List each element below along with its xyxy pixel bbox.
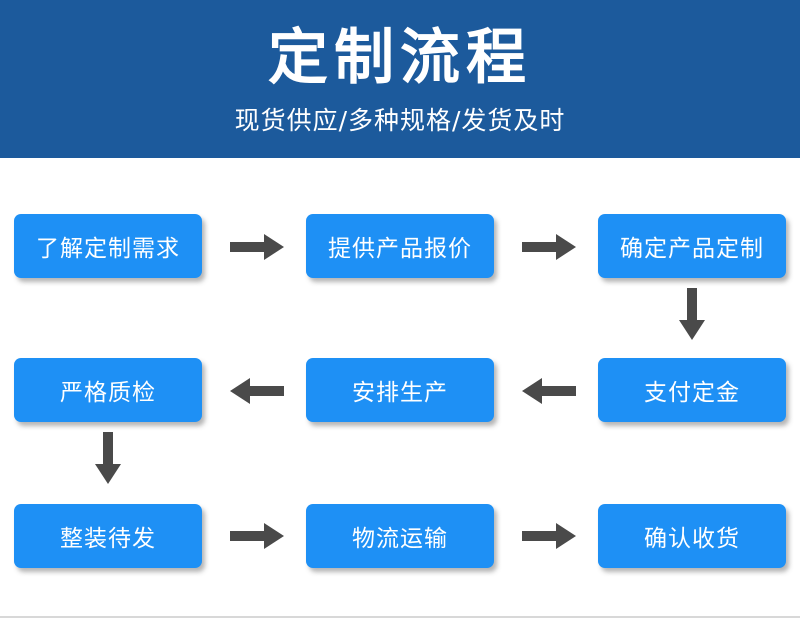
step-label: 严格质检 [60,380,156,406]
arrow-right-icon [522,234,576,260]
arrow-right-icon [230,234,284,260]
step-label: 整装待发 [60,526,156,552]
step-label: 提供产品报价 [328,236,472,262]
step-label: 支付定金 [644,380,740,406]
step-label: 确认收货 [644,526,740,552]
step-ready-to-ship: 整装待发 [14,504,202,568]
page-title: 定制流程 [268,23,532,93]
arrow-right-icon [522,523,576,549]
arrow-down-icon [679,288,705,340]
step-logistics: 物流运输 [306,504,494,568]
step-label: 确定产品定制 [620,236,764,262]
step-understand-requirements: 了解定制需求 [14,214,202,278]
arrow-left-icon [230,378,284,404]
header-banner: 定制流程 现货供应/多种规格/发货及时 [0,0,800,158]
arrow-right-icon [230,523,284,549]
bottom-divider [0,616,800,618]
step-label: 安排生产 [352,380,448,406]
arrow-left-icon [522,378,576,404]
step-pay-deposit: 支付定金 [598,358,786,422]
page-subtitle: 现货供应/多种规格/发货及时 [234,106,566,135]
step-confirm-receipt: 确认收货 [598,504,786,568]
step-provide-quote: 提供产品报价 [306,214,494,278]
step-confirm-customization: 确定产品定制 [598,214,786,278]
arrow-down-icon [95,432,121,484]
step-label: 了解定制需求 [36,236,180,262]
step-quality-inspection: 严格质检 [14,358,202,422]
step-label: 物流运输 [352,526,448,552]
step-arrange-production: 安排生产 [306,358,494,422]
